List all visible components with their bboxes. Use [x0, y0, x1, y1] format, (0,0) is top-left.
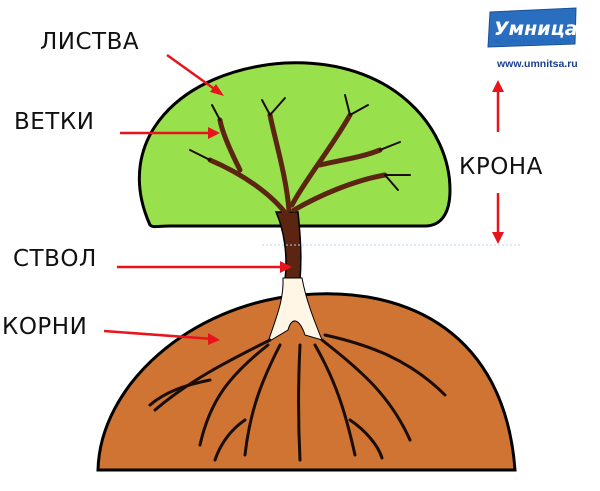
arrow-trunk	[117, 261, 292, 273]
crown-height-arrow	[492, 80, 504, 244]
root-lines	[148, 333, 447, 462]
tree-roots	[267, 277, 323, 344]
logo-text: Умница	[494, 18, 578, 40]
arrow-foliage	[166, 53, 224, 96]
brand-url: www.umnitsa.ru	[496, 58, 578, 70]
label-trunk: СТВОЛ	[13, 246, 97, 272]
label-foliage: ЛИСТВА	[40, 29, 139, 55]
label-branches: ВЕТКИ	[14, 109, 94, 135]
brand-logo: Умница МЕТОДИКИ РАННЕГО РАЗВИТИЯ	[487, 7, 578, 48]
logo-tagline: МЕТОДИКИ РАННЕГО РАЗВИТИЯ	[494, 39, 571, 45]
label-crown: КРОНА	[459, 154, 543, 180]
label-roots: КОРНИ	[2, 314, 87, 340]
tree-branches	[207, 112, 388, 218]
tree-trunk	[274, 211, 302, 281]
tree-twigs	[189, 94, 411, 191]
arrow-roots	[103, 329, 220, 345]
foliage-crown	[138, 61, 452, 229]
arrow-branches	[120, 127, 220, 139]
